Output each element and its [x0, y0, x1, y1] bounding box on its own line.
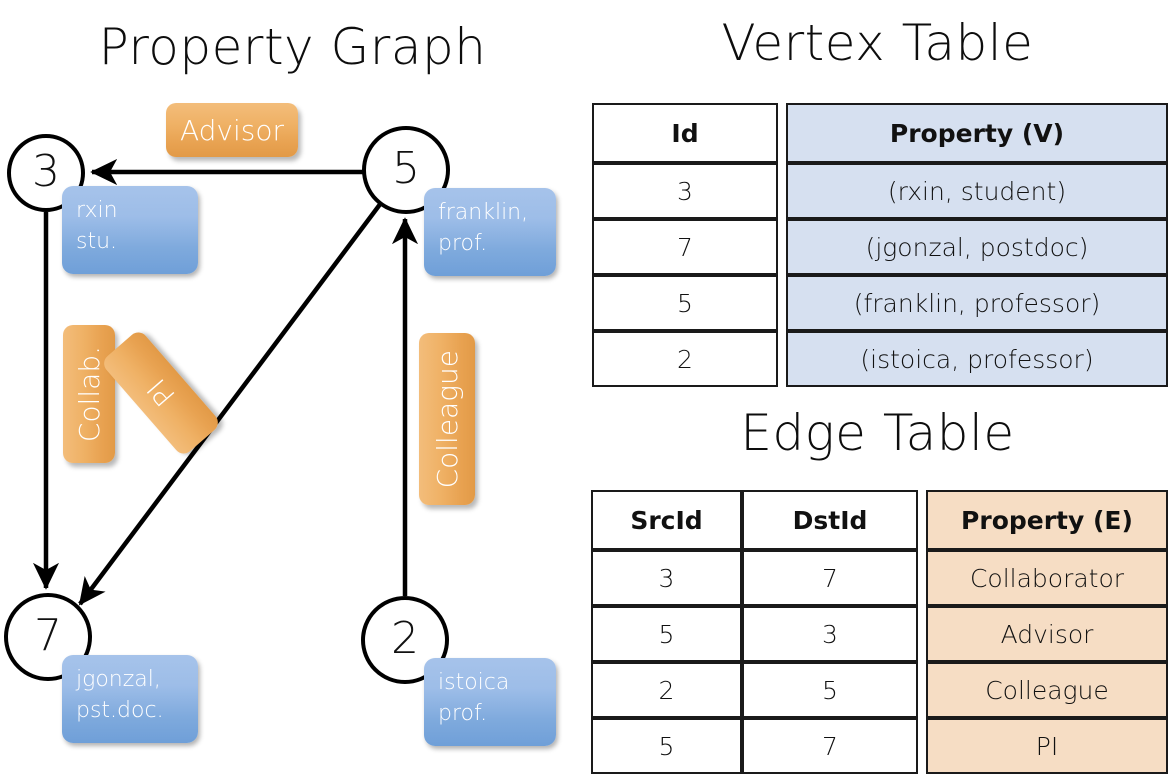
edge-table-header-srcid: SrcId	[591, 490, 742, 550]
vertex-table-column-gap	[778, 219, 786, 275]
vertex-property-box-5[interactable]: franklin, prof.	[424, 188, 556, 276]
edge-table-header-property: Property (E)	[926, 490, 1168, 550]
vertex-table-cell-property: (jgonzal, postdoc)	[786, 219, 1168, 275]
vertex-property-box-2-line1: istoica	[438, 670, 510, 695]
edge-table-cell-property: Collaborator	[926, 550, 1168, 606]
edge-5-to-7-pi	[78, 201, 383, 606]
property-graph-panel: Property Graph 3 5 7 2 rxin stu. frankli…	[0, 0, 585, 760]
vertex-property-box-3-line2: stu.	[76, 229, 118, 255]
edge-table-column-gap	[918, 662, 926, 718]
edge-table-cell-property: Colleague	[926, 662, 1168, 718]
vertex-node-5[interactable]: 5	[362, 126, 450, 214]
vertex-node-3-label: 3	[32, 146, 60, 197]
vertex-table-column-gap	[778, 275, 786, 331]
vertex-property-box-2[interactable]: istoica prof.	[424, 658, 556, 746]
vertex-property-box-3[interactable]: rxin stu.	[62, 186, 198, 274]
edge-table-column-gap	[918, 550, 926, 606]
vertex-table-header-row: Id Property (V)	[592, 103, 1168, 163]
table-row[interactable]: 2 (istoica, professor)	[592, 331, 1168, 387]
vertex-node-2-label: 2	[391, 613, 419, 664]
graph-edges-layer	[32, 158, 419, 606]
edge-table-cell-dstid: 7	[742, 718, 918, 774]
edge-table-cell-dstid: 3	[742, 606, 918, 662]
page-title-property-graph: Property Graph	[98, 18, 487, 76]
page-title-vertex-table: Vertex Table	[721, 14, 1034, 72]
table-row[interactable]: 7 (jgonzal, postdoc)	[592, 219, 1168, 275]
edge-table-cell-dstid: 5	[742, 662, 918, 718]
vertex-table-cell-id: 7	[592, 219, 778, 275]
vertex-table-cell-id: 3	[592, 163, 778, 219]
table-row[interactable]: 5 7 PI	[591, 718, 1168, 774]
page-title-edge-table: Edge Table	[740, 404, 1015, 462]
vertex-property-box-7[interactable]: jgonzal, pst.doc.	[62, 655, 198, 743]
vertex-table-column-gap	[778, 331, 786, 387]
edge-table-column-gap	[918, 606, 926, 662]
edge-table-cell-property: PI	[926, 718, 1168, 774]
table-row[interactable]: 5 (franklin, professor)	[592, 275, 1168, 331]
edge-table-column-gap	[918, 718, 926, 774]
vertex-table-header-property: Property (V)	[786, 103, 1168, 163]
vertex-node-7-label: 7	[34, 610, 62, 661]
edge-table-cell-srcid: 5	[591, 718, 742, 774]
vertex-table-cell-property: (franklin, professor)	[786, 275, 1168, 331]
vertex-node-2[interactable]: 2	[361, 596, 449, 684]
edge-table-column-gap	[918, 490, 926, 550]
edge-label-collab[interactable]: Collab.	[63, 325, 115, 463]
vertex-table-column-gap	[778, 103, 786, 163]
edge-label-advisor[interactable]: Advisor	[166, 103, 298, 157]
vertex-property-box-7-line2: pst.doc.	[76, 698, 164, 724]
vertex-property-box-3-line1: rxin	[76, 198, 118, 223]
table-row[interactable]: 3 (rxin, student)	[592, 163, 1168, 219]
edge-label-collab-text: Collab.	[72, 345, 106, 443]
edge-label-colleague[interactable]: Colleague	[419, 333, 475, 505]
vertex-property-box-5-line1: franklin,	[438, 200, 529, 225]
vertex-table-cell-id: 2	[592, 331, 778, 387]
edge-table-header-row: SrcId DstId Property (E)	[591, 490, 1168, 550]
vertex-property-box-7-line1: jgonzal,	[76, 667, 161, 692]
vertex-table-cell-property: (rxin, student)	[786, 163, 1168, 219]
vertex-table-cell-property: (istoica, professor)	[786, 331, 1168, 387]
table-row[interactable]: 3 7 Collaborator	[591, 550, 1168, 606]
table-row[interactable]: 5 3 Advisor	[591, 606, 1168, 662]
vertex-property-box-5-line2: prof.	[438, 231, 488, 257]
vertex-property-box-2-line2: prof.	[438, 701, 488, 727]
edge-label-advisor-text: Advisor	[179, 113, 284, 147]
edge-table-cell-dstid: 7	[742, 550, 918, 606]
edge-table-cell-property: Advisor	[926, 606, 1168, 662]
edge-table-header-dstid: DstId	[742, 490, 918, 550]
edge-label-pi-text: PI	[140, 372, 182, 414]
vertex-node-5-label: 5	[392, 143, 420, 194]
edge-table-cell-srcid: 3	[591, 550, 742, 606]
vertex-table: Id Property (V) 3 (rxin, student) 7 (jgo…	[592, 103, 1168, 387]
edge-table-cell-srcid: 5	[591, 606, 742, 662]
vertex-table-cell-id: 5	[592, 275, 778, 331]
edge-table-cell-srcid: 2	[591, 662, 742, 718]
edge-table: SrcId DstId Property (E) 3 7 Collaborato…	[591, 490, 1168, 774]
vertex-table-header-id: Id	[592, 103, 778, 163]
table-row[interactable]: 2 5 Colleague	[591, 662, 1168, 718]
vertex-table-column-gap	[778, 163, 786, 219]
edge-label-colleague-text: Colleague	[430, 349, 464, 489]
